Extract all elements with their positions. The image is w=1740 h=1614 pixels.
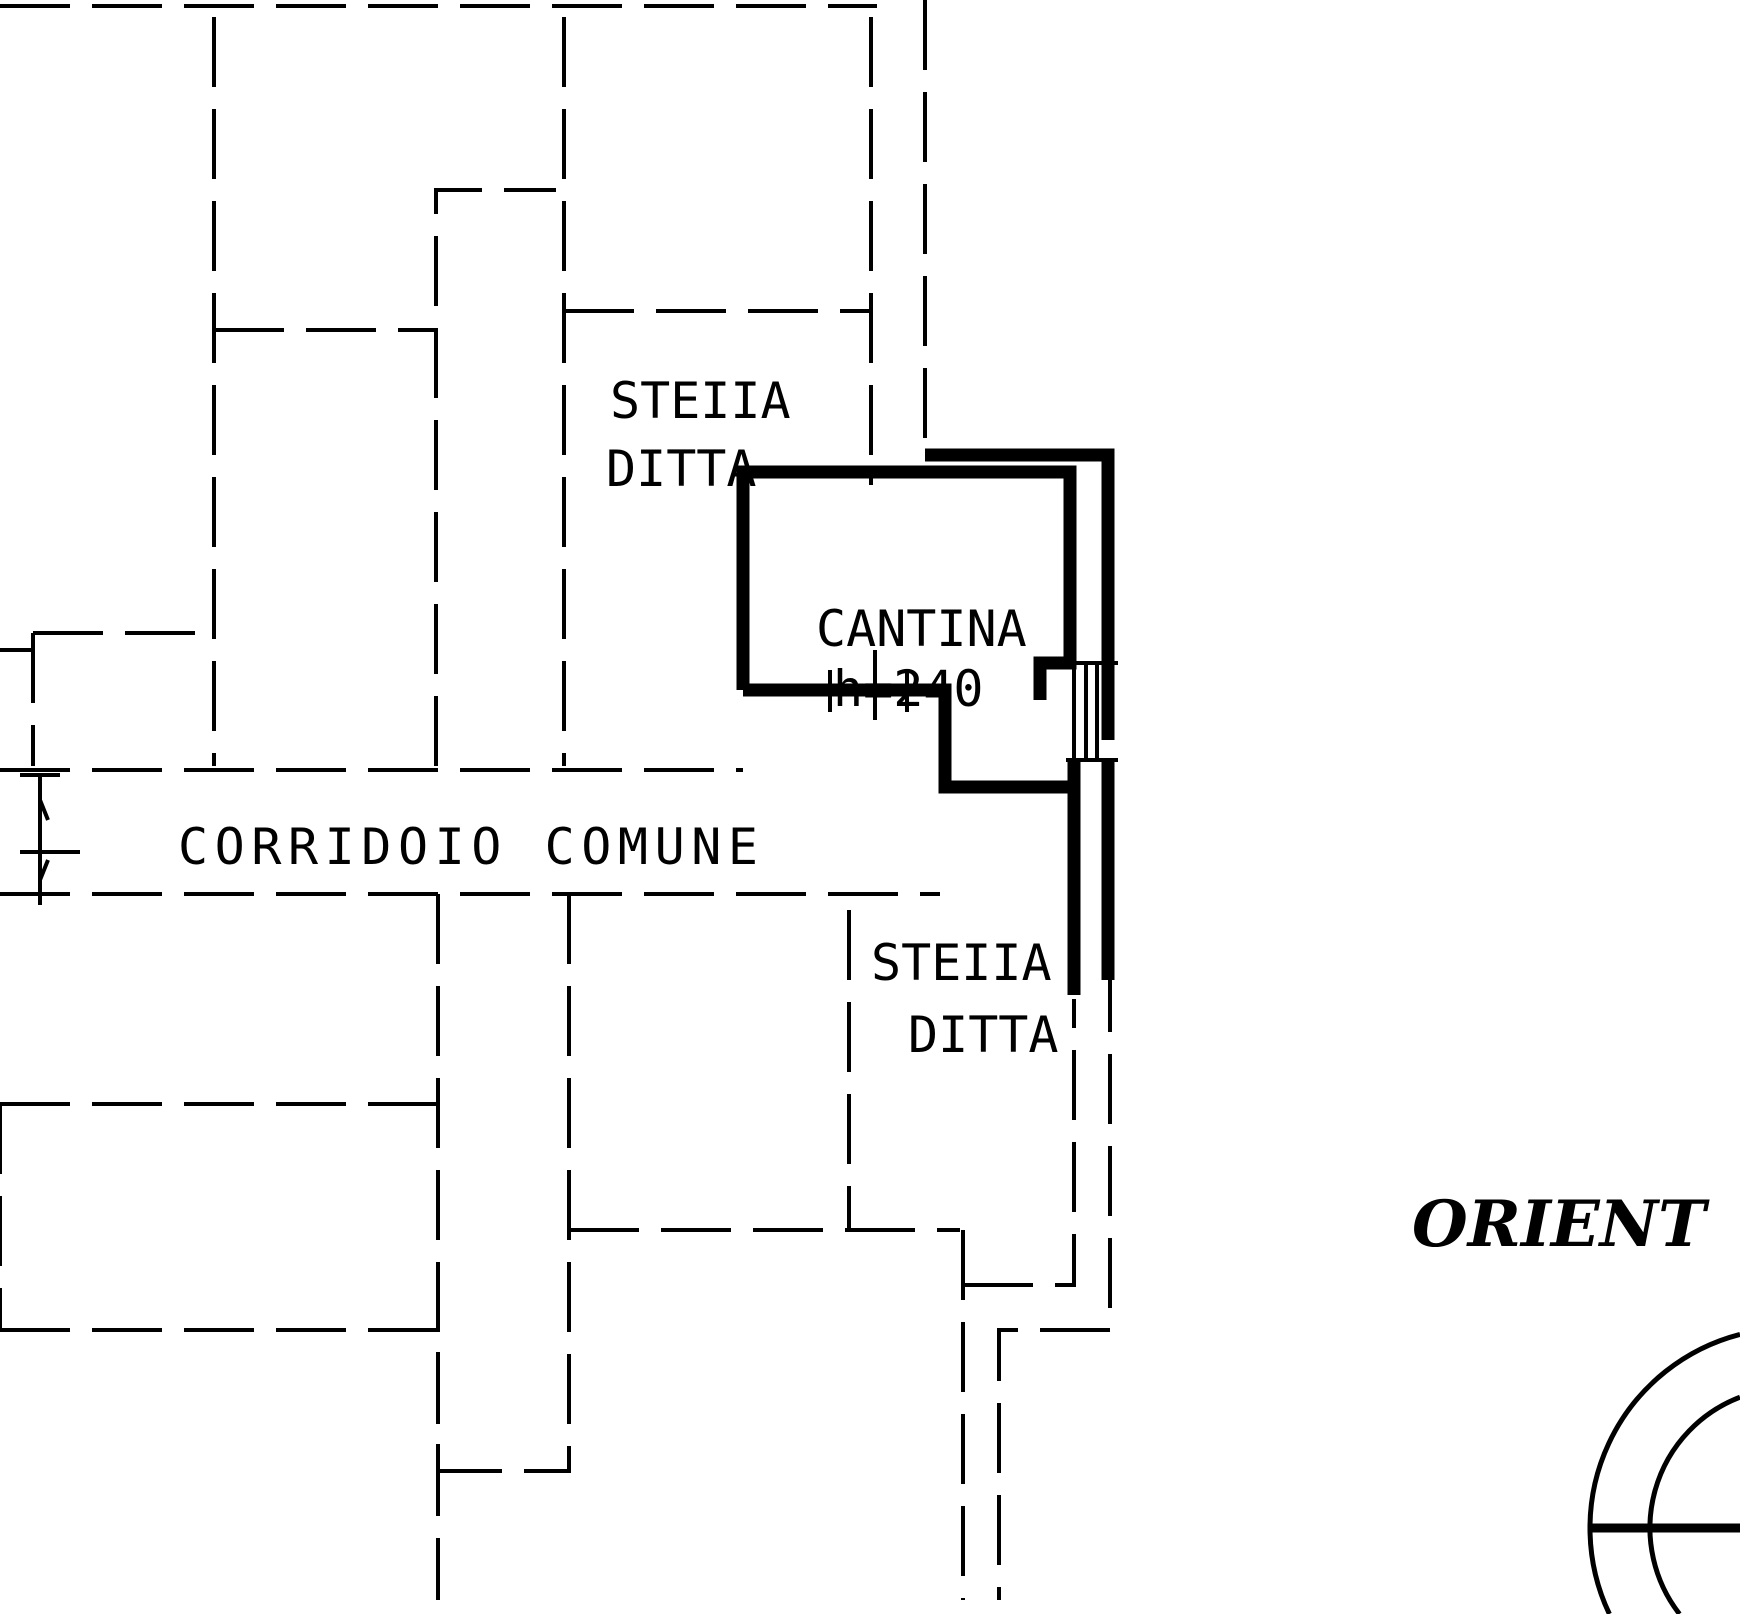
dimension-marker (20, 773, 80, 905)
cellar-height-label: h=240 (833, 660, 984, 718)
compass-rose-icon (1587, 1331, 1740, 1614)
room-label-upper: STEIIA DITTA (606, 372, 791, 498)
room-label-lower: STEIIA DITTA (871, 934, 1059, 1064)
orientation-title: ORIENT (1412, 1187, 1710, 1262)
room-name-lower: STEIIA (871, 934, 1052, 992)
cellar-label: CANTINA (816, 600, 1027, 658)
room-name-upper: STEIIA (610, 372, 791, 430)
room-owner-lower: DITTA (908, 1006, 1059, 1064)
room-owner-upper: DITTA (606, 440, 757, 498)
dashed-partitions (0, 0, 1112, 1600)
cellar-walls (736, 448, 1118, 995)
corridor-label: CORRIDOIO COMUNE (178, 818, 758, 876)
